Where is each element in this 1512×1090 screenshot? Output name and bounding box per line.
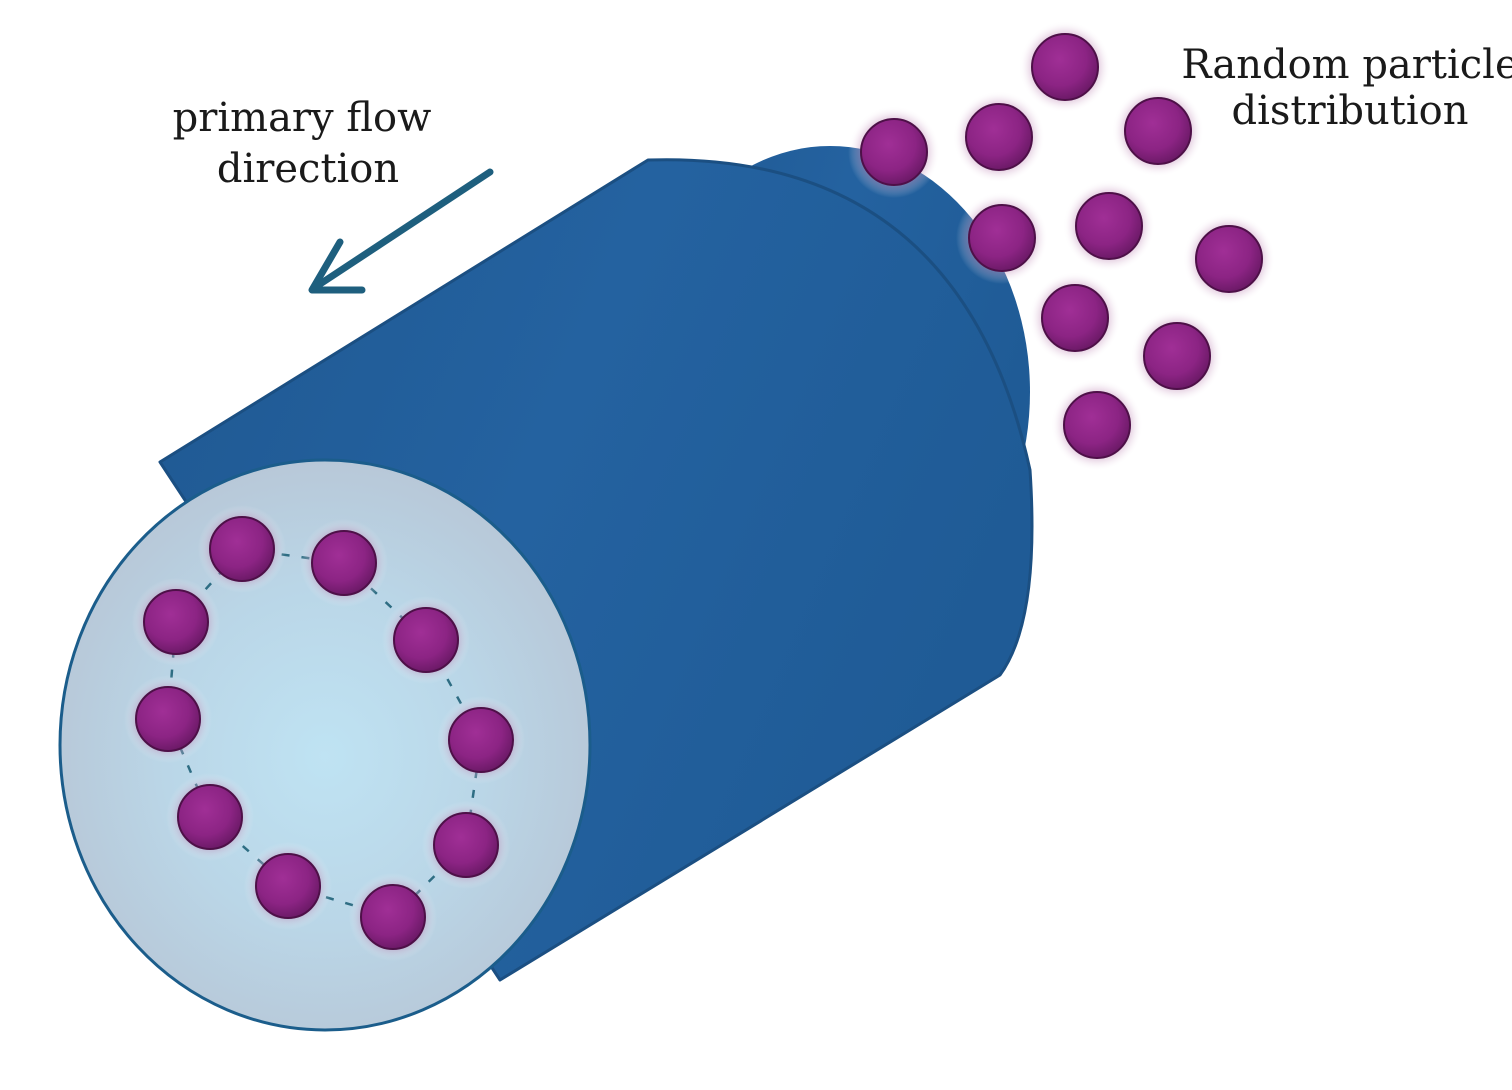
- particle: [124, 675, 212, 763]
- particle: [1131, 310, 1223, 402]
- particle: [244, 842, 332, 930]
- particle: [1063, 180, 1155, 272]
- ordered-particle-ring: [124, 505, 525, 961]
- particle: [382, 596, 470, 684]
- arrow-down-left-icon: [308, 168, 494, 294]
- particle: [1183, 213, 1275, 305]
- particle: [1112, 85, 1204, 177]
- particle: [1029, 272, 1121, 364]
- particle: [132, 578, 220, 666]
- flow-direction-label-line1: primary flow: [173, 95, 432, 141]
- particle: [1019, 21, 1111, 113]
- particle: [349, 873, 437, 961]
- random-distribution-label-line2: distribution: [1232, 88, 1469, 134]
- particle: [956, 192, 1048, 284]
- particle: [198, 505, 286, 593]
- particle: [166, 773, 254, 861]
- random-distribution-label-line1: Random particle: [1181, 42, 1512, 88]
- random-particle-cluster: [848, 21, 1275, 471]
- particle: [953, 91, 1045, 183]
- particle: [848, 106, 940, 198]
- flow-direction-label-line2: direction: [217, 146, 399, 192]
- particle: [300, 519, 388, 607]
- particle: [1051, 379, 1143, 471]
- particle: [437, 696, 525, 784]
- particle: [422, 801, 510, 889]
